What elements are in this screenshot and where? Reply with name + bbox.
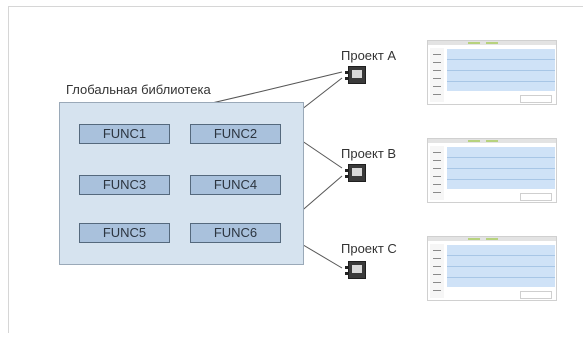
func1-block: FUNC1 [79,124,170,144]
project-c-screenshot-thumbnail [427,236,557,301]
connector-label-to-project-a [258,71,343,93]
project-c-label: Проект C [341,241,397,256]
frame-border-left [8,6,9,333]
project-a-screenshot-thumbnail [427,40,557,105]
func6-block: FUNC6 [190,223,281,243]
project-a-label: Проект A [341,48,397,63]
project-b-label: Проект B [341,146,397,161]
device-icon [345,66,366,84]
device-icon [345,164,366,182]
global-library-label: Глобальная библиотека [66,82,211,97]
frame-border-top [8,6,583,7]
func2-block: FUNC2 [190,124,281,144]
device-icon [345,261,366,279]
func3-block: FUNC3 [79,175,170,195]
project-b-screenshot-thumbnail [427,138,557,203]
func5-block: FUNC5 [79,223,170,243]
func4-block: FUNC4 [190,175,281,195]
